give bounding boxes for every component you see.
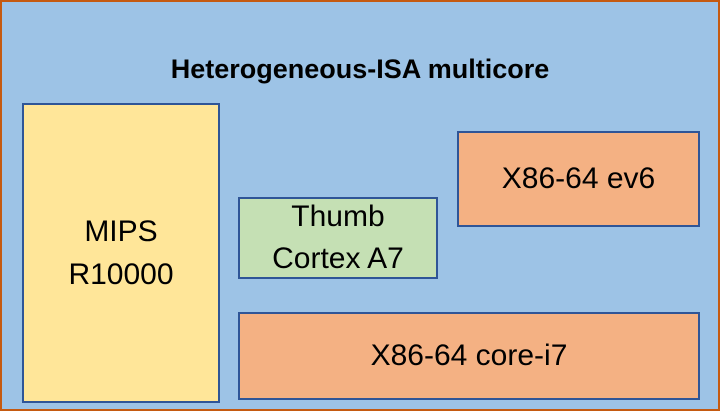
- core-thumb-line1: Thumb: [291, 200, 385, 233]
- core-ev6-label: X86-64 ev6: [501, 162, 656, 196]
- core-mips-line1: MIPS: [84, 214, 158, 248]
- core-x86-core-i7: X86-64 core-i7: [238, 312, 700, 400]
- core-mips-line2: R10000: [68, 258, 174, 291]
- core-i7-label: X86-64 core-i7: [370, 339, 568, 373]
- core-x86-ev6: X86-64 ev6: [457, 131, 700, 227]
- core-thumb-line2: Cortex A7: [272, 242, 404, 275]
- core-mips-r10000: MIPS R10000: [22, 103, 220, 403]
- diagram-title: Heterogeneous-ISA multicore: [170, 54, 550, 84]
- core-thumb-cortex-a7: Thumb Cortex A7: [238, 197, 438, 279]
